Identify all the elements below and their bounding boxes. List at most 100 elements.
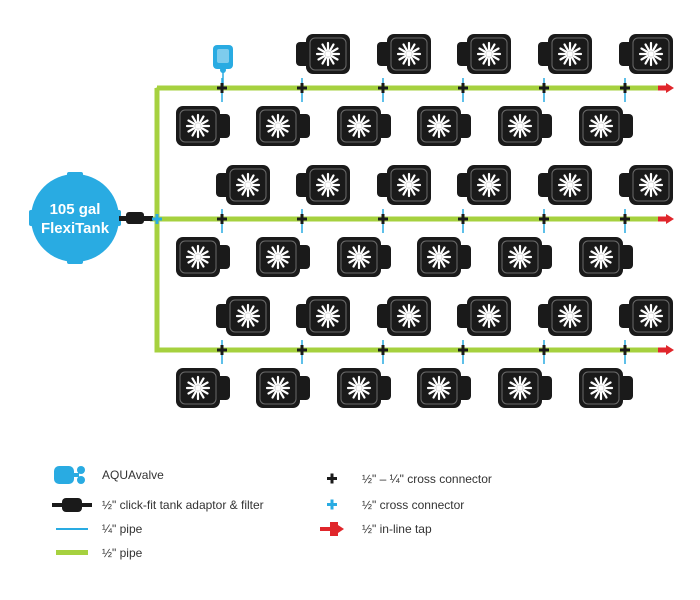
- dripper-petal: [594, 259, 601, 268]
- cross-connector-half-quarter: [378, 345, 388, 355]
- dripper-petal: [644, 318, 651, 327]
- pot-upper: [296, 165, 350, 205]
- legend-label-inline-tap: ½" in-line tap: [362, 522, 432, 536]
- dripper-petal: [280, 250, 289, 257]
- pot-rim: [229, 168, 267, 202]
- pot-lower: [417, 106, 471, 146]
- dripper-petal: [191, 128, 198, 137]
- pot-upper: [377, 296, 431, 336]
- dripper-petal: [601, 128, 608, 137]
- quarter-pipe-down: [462, 350, 464, 364]
- dripper-petal: [428, 119, 437, 126]
- dripper-petal: [572, 54, 581, 61]
- dripper-petal: [348, 388, 357, 395]
- dripper-petal: [513, 115, 520, 124]
- dripper-petal: [359, 390, 366, 399]
- quarter-pipe-down: [543, 219, 545, 233]
- dripper-petal: [200, 381, 209, 388]
- dripper-petal: [653, 309, 662, 316]
- cross-v: [220, 83, 224, 93]
- cross-connector-half-quarter: [539, 345, 549, 355]
- dripper-petal: [198, 128, 205, 137]
- dripper-petal: [187, 119, 196, 126]
- dripper-petal: [590, 119, 599, 126]
- cross-v: [381, 83, 385, 93]
- dripper-petal: [520, 377, 527, 386]
- dripper-petal: [317, 47, 326, 54]
- pot-rim: [470, 37, 508, 71]
- dripper-ring-icon: [185, 113, 211, 139]
- legend-label-cross-half-quarter: ½" – ¼" cross connector: [362, 472, 492, 486]
- quarter-pipe-down: [301, 88, 303, 102]
- pot-rim: [259, 109, 297, 143]
- cross-v: [461, 345, 465, 355]
- dripper-petal: [570, 56, 577, 65]
- dripper-ring-icon: [426, 375, 452, 401]
- dripper-petal: [278, 246, 285, 255]
- dripper-petal: [563, 187, 570, 196]
- dripper-petal: [651, 187, 658, 196]
- dripper-ring-icon: [396, 41, 422, 67]
- dripper-petal: [439, 259, 446, 268]
- pot-upper: [377, 165, 431, 205]
- dripper-petal: [441, 381, 450, 388]
- dripper-petal: [594, 377, 601, 386]
- pot-rim: [420, 109, 458, 143]
- dripper-petal: [478, 178, 487, 185]
- dripper-petal: [522, 381, 531, 388]
- dripper-petal: [398, 316, 407, 323]
- row-half-pipe: [157, 85, 660, 91]
- tap-head: [666, 345, 674, 355]
- dripper-petal: [601, 390, 608, 399]
- dripper-petal: [359, 128, 366, 137]
- pot-rim: [470, 168, 508, 202]
- dripper-petal: [348, 250, 357, 257]
- half-pipe-icon: [50, 542, 94, 564]
- cross-v: [300, 345, 304, 355]
- dripper-petal: [478, 47, 487, 54]
- dripper-petal: [441, 388, 450, 395]
- dripper-petal: [432, 259, 439, 268]
- dripper-petal: [640, 185, 649, 192]
- dripper-petal: [570, 174, 577, 183]
- dripper-petal: [603, 257, 612, 264]
- dripper-ring-icon: [638, 41, 664, 67]
- dripper-petal: [644, 187, 651, 196]
- dripper-petal: [478, 54, 487, 61]
- dripper-petal: [489, 305, 496, 314]
- pot-lower: [176, 237, 230, 277]
- dripper-petal: [200, 126, 209, 133]
- dripper-center: [567, 51, 573, 57]
- cross-v: [623, 83, 627, 93]
- dripper-center: [195, 385, 201, 391]
- dripper-petal: [237, 316, 246, 323]
- dripper-petal: [191, 377, 198, 386]
- pot-rim: [470, 299, 508, 333]
- dripper-petal: [644, 305, 651, 314]
- dripper-petal: [267, 126, 276, 133]
- dripper-petal: [559, 185, 568, 192]
- dripper-petal: [280, 126, 289, 133]
- dripper-petal: [278, 259, 285, 268]
- dripper-petal: [644, 43, 651, 52]
- dripper-center: [598, 123, 604, 129]
- dripper-petal: [559, 316, 568, 323]
- pot-upper: [538, 34, 592, 74]
- dripper-petal: [411, 178, 420, 185]
- dripper-petal: [402, 318, 409, 327]
- pot-upper: [457, 165, 511, 205]
- dripper-ring-icon: [557, 172, 583, 198]
- cross-v: [623, 345, 627, 355]
- dripper-petal: [441, 119, 450, 126]
- dripper-petal: [478, 309, 487, 316]
- dripper-petal: [439, 377, 446, 386]
- aquavalve-feed: [222, 70, 224, 88]
- pot-rim: [501, 240, 539, 274]
- dripper-petal: [651, 305, 658, 314]
- dripper-petal: [321, 187, 328, 196]
- dripper-center: [436, 123, 442, 129]
- dripper-ring-icon: [235, 303, 261, 329]
- dripper-petal: [271, 390, 278, 399]
- tank-bump-left: [29, 210, 35, 226]
- dripper-petal: [241, 174, 248, 183]
